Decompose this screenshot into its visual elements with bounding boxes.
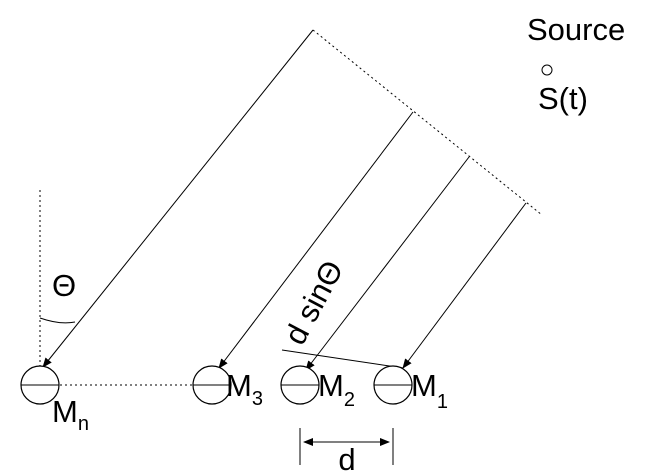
spacing-label: d bbox=[338, 442, 355, 474]
theta-label: Θ bbox=[52, 268, 76, 303]
ray-to-m3 bbox=[218, 111, 414, 369]
wavefront-line bbox=[312, 29, 543, 216]
path-difference-perpendicular bbox=[281, 349, 404, 369]
ray-to-m1 bbox=[402, 202, 527, 369]
source-icon bbox=[541, 64, 553, 76]
ray-to-m2 bbox=[305, 156, 470, 371]
source-label: Source bbox=[527, 12, 625, 47]
microphone-mn-label: Mn bbox=[52, 394, 89, 435]
microphone-m3 bbox=[192, 365, 232, 405]
microphone-m1 bbox=[373, 365, 413, 405]
path-difference-label: d sinΘ bbox=[277, 255, 350, 351]
microphone-mn bbox=[20, 365, 60, 405]
microphone-m3-label: M3 bbox=[226, 368, 263, 410]
ray-to-mn bbox=[42, 29, 314, 368]
source-symbol: S(t) bbox=[538, 81, 588, 116]
microphone-m2-label: M2 bbox=[318, 368, 355, 411]
microphone-m1-label: M1 bbox=[411, 368, 448, 413]
theta-angle-arc bbox=[39, 317, 76, 324]
microphone-m2 bbox=[280, 365, 320, 405]
